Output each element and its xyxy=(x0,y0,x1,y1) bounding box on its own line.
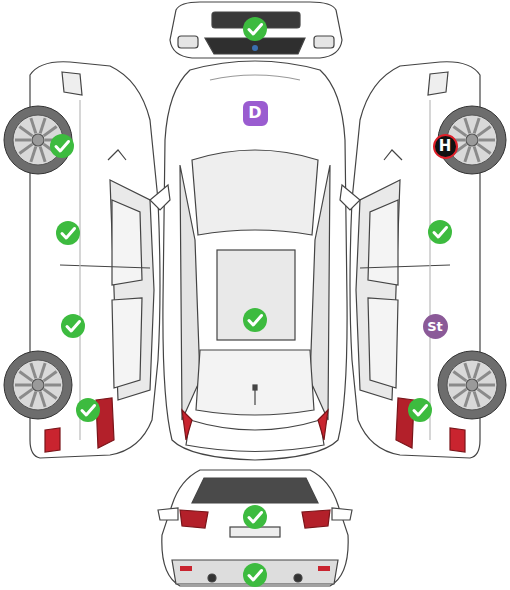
badge-letter: St xyxy=(427,320,443,333)
top-view xyxy=(150,61,360,460)
damage-badge: H xyxy=(433,134,458,159)
rear-view xyxy=(158,470,352,586)
badge-letter: D xyxy=(248,105,261,121)
damage-badge: St xyxy=(423,314,448,339)
damage-badge: D xyxy=(243,101,268,126)
front-view xyxy=(170,2,342,58)
badge-letter: H xyxy=(439,139,452,154)
